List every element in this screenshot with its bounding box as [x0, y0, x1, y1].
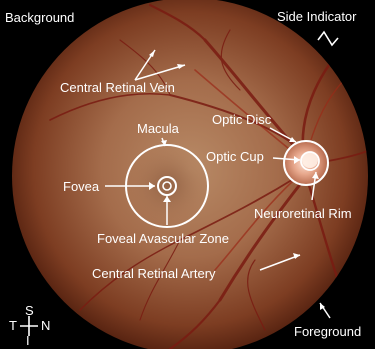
label-central-retinal-artery: Central Retinal Artery — [92, 266, 216, 281]
label-fovea: Fovea — [63, 179, 99, 194]
label-foreground: Foreground — [294, 324, 361, 339]
label-optic-cup: Optic Cup — [206, 149, 264, 164]
compass-inferior: I — [26, 334, 30, 348]
label-macula: Macula — [137, 121, 179, 136]
label-central-retinal-vein: Central Retinal Vein — [60, 80, 175, 95]
compass-temporal: T — [9, 319, 17, 333]
label-background: Background — [5, 10, 74, 25]
label-neuroretinal-rim: Neuroretinal Rim — [254, 206, 352, 221]
label-optic-disc: Optic Disc — [212, 112, 271, 127]
compass-superior: S — [25, 304, 34, 318]
label-side-indicator: Side Indicator — [277, 9, 357, 24]
label-foveal-avascular-zone: Foveal Avascular Zone — [97, 231, 229, 246]
compass-nasal: N — [41, 319, 50, 333]
